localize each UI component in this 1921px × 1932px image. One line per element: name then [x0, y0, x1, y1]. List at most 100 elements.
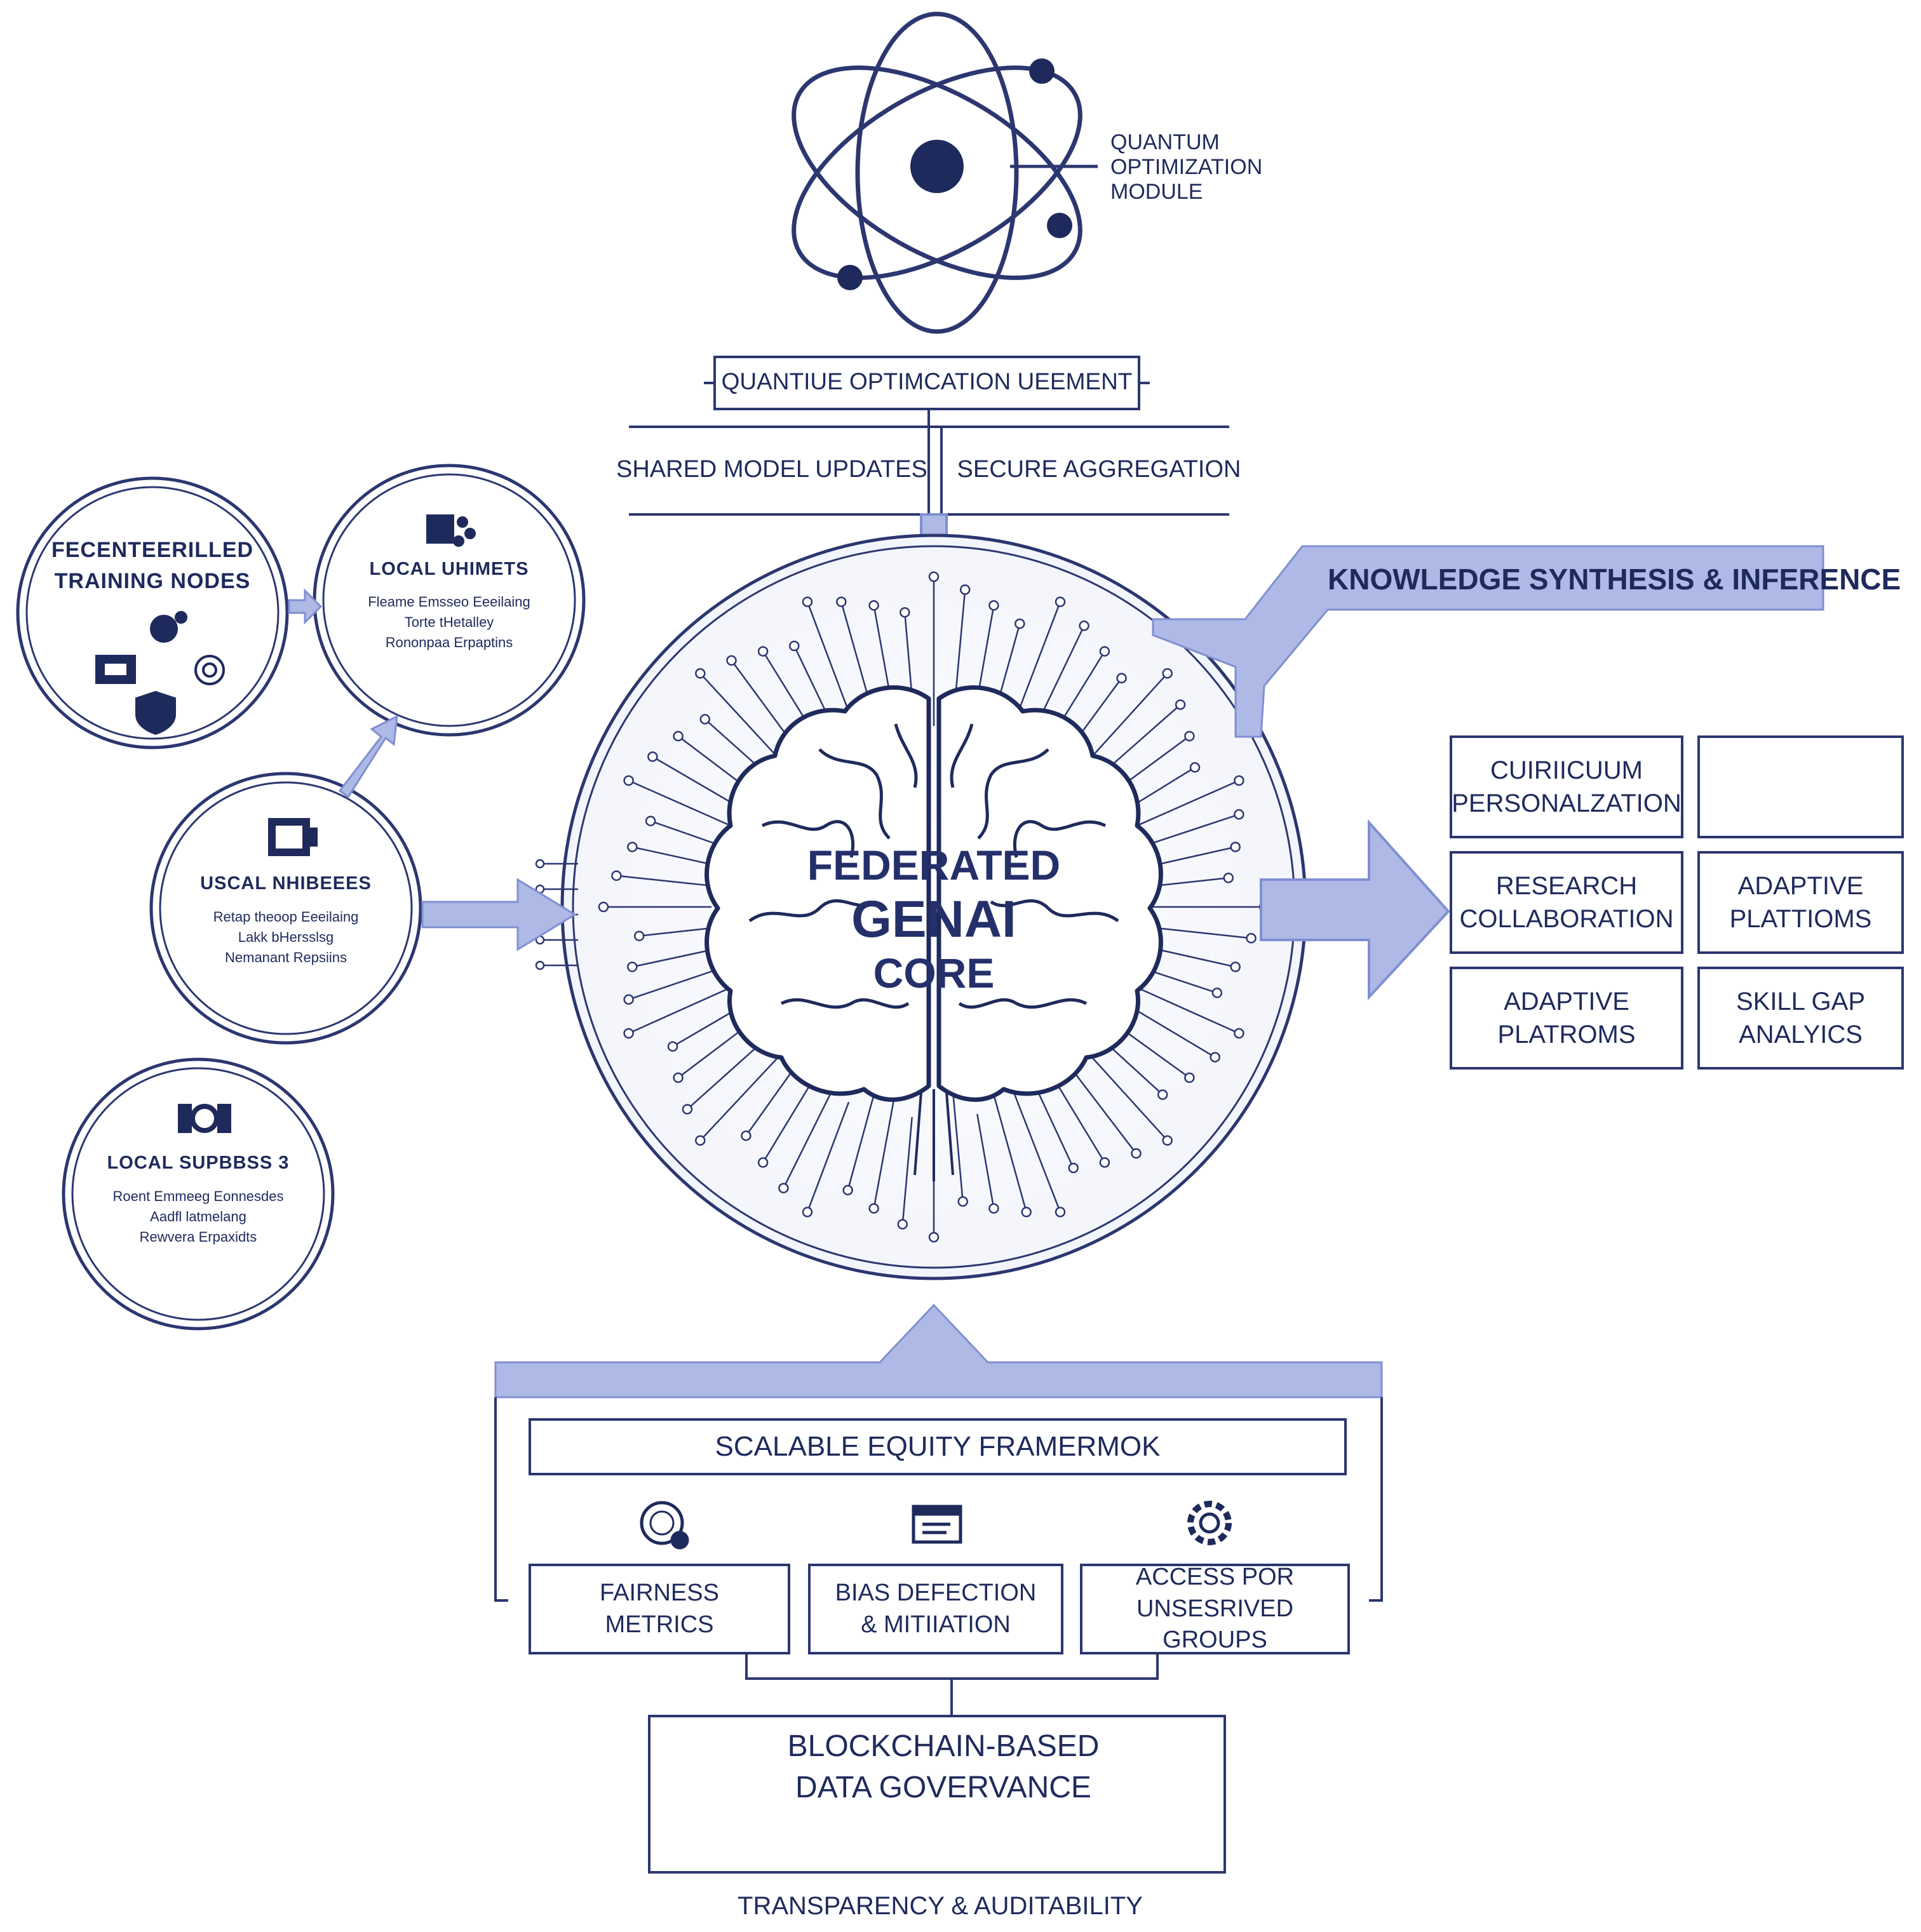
- circuit-node: [1055, 596, 1066, 607]
- circuit-node: [897, 1219, 908, 1230]
- circuit-node: [957, 1196, 968, 1207]
- circuit-trace: [1090, 673, 1168, 758]
- circuit-trace: [1152, 846, 1236, 867]
- brain-circuit-icon: [704, 685, 1163, 1102]
- circuit-node: [959, 584, 971, 595]
- output-cell-label: RESEARCH COLLABORATION: [1459, 872, 1674, 933]
- circuit-node: [1068, 1162, 1079, 1174]
- blockchain-title: BLOCKCHAIN-BASED DATA GOVERVANCE: [787, 1729, 1100, 1804]
- output-cell-skill-gap[interactable]: SKILL GAP ANALYICS: [1697, 967, 1904, 1070]
- circuit-node: [645, 815, 656, 826]
- circuit-trace: [1037, 1092, 1074, 1169]
- quantum-bar-label: QUANTIUE OPTIMCATION UEEMENT: [721, 368, 1133, 394]
- equity-frame: [494, 1303, 1383, 1715]
- circuit-node: [1210, 1052, 1220, 1063]
- input-node: [535, 960, 545, 970]
- circuit-trace: [952, 1087, 964, 1202]
- brain-stem: [913, 1089, 954, 1181]
- circuit-trace: [873, 1084, 898, 1209]
- circuit-node: [667, 1041, 678, 1052]
- circuit-node: [1184, 1072, 1195, 1083]
- circuit-node: [741, 1130, 752, 1141]
- equity-title-box: [529, 1418, 1347, 1475]
- circuit-trace: [993, 1094, 1027, 1212]
- circuit-trace: [628, 981, 744, 1035]
- node-arrows: [288, 588, 577, 951]
- circuit-node: [1230, 842, 1241, 852]
- circuit-trace: [904, 612, 913, 697]
- circuit-node: [1246, 932, 1257, 944]
- circuit-node: [1230, 962, 1241, 972]
- circuit-node: [623, 1028, 634, 1039]
- circuit-node: [673, 730, 684, 742]
- circuit-node: [1014, 618, 1025, 629]
- secure-aggregation-label: SECURE AGGREGATION: [957, 456, 1241, 483]
- circuit-trace: [677, 1023, 750, 1078]
- circuit-node: [842, 1184, 853, 1196]
- equity-item-label: BIAS DEFECTION & MITIIATION: [835, 1580, 1037, 1638]
- circuit-trace: [1124, 981, 1239, 1035]
- circuit-node: [647, 751, 658, 762]
- circuit-node: [726, 655, 737, 666]
- fairness-gauge-icon: [640, 1501, 689, 1550]
- output-cell-label: SKILL GAP ANALYICS: [1736, 988, 1866, 1049]
- circuit-node: [802, 596, 813, 607]
- circuit-node: [836, 596, 847, 607]
- equity-item-bias[interactable]: BIAS DEFECTION & MITIIATION: [808, 1564, 1063, 1654]
- network-nodes-icon: [426, 514, 476, 547]
- shield-icon: [135, 690, 176, 735]
- output-cell-research[interactable]: RESEARCH COLLABORATION: [1450, 851, 1683, 954]
- node-4-title: LOCAL SUPBBSS 3: [107, 1153, 290, 1173]
- circuit-trace: [699, 673, 789, 769]
- node-1-title: FECENTEERILLED TRAINING NODES: [51, 538, 254, 594]
- circuit-node: [1157, 1089, 1168, 1100]
- equity-title: SCALABLE EQUITY FRAMERMOK: [715, 1431, 1161, 1462]
- output-cell-adaptive-2[interactable]: ADAPTIVE PLATROMS: [1450, 967, 1683, 1070]
- circuit-trace: [806, 1101, 850, 1212]
- equity-item-label: ACCESS POR UNSESRIVED GROUPS: [1135, 1564, 1295, 1654]
- circuit-node: [1234, 809, 1244, 820]
- monitor-icon: [912, 1505, 962, 1544]
- core-line-1: FEDERATED: [807, 842, 1061, 889]
- gear-icon: [1187, 1501, 1232, 1545]
- output-arrow: [1260, 819, 1450, 1001]
- node-2-title: LOCAL UHIMETS: [369, 559, 529, 579]
- circuit-node: [1175, 699, 1186, 710]
- circuit-node: [1223, 873, 1234, 883]
- circuit-node: [627, 962, 638, 972]
- circuit-trace: [650, 820, 722, 847]
- circuit-node: [1234, 1028, 1244, 1039]
- output-cell-empty[interactable]: [1697, 735, 1904, 838]
- circuit-node: [928, 1231, 940, 1243]
- circuit-node: [627, 842, 638, 852]
- equity-item-fairness[interactable]: FAIRNESS METRICS: [529, 1564, 790, 1654]
- core-title: FEDERATED GENAI CORE: [743, 842, 1124, 998]
- quantum-module-label: QUANTUM OPTIMIZATION MODULE: [1110, 130, 1263, 205]
- circuit-node: [1189, 762, 1201, 773]
- equity-item-label: FAIRNESS METRICS: [600, 1580, 719, 1638]
- circuit-node: [988, 600, 999, 611]
- node-circles: [16, 464, 586, 1331]
- blockchain-box: [648, 1715, 1226, 1874]
- circuit-node: [1079, 621, 1089, 631]
- network-icon: [150, 611, 187, 643]
- circuit-node: [623, 775, 634, 786]
- core-circle: [560, 533, 1307, 1280]
- circuit-trace: [1090, 1056, 1168, 1141]
- circuit-trace: [901, 1117, 913, 1224]
- server-icon: [268, 818, 318, 856]
- database-icon: [178, 1104, 231, 1133]
- output-cell-adaptive-1[interactable]: ADAPTIVE PLATTIOMS: [1697, 851, 1904, 954]
- circuit-node: [1021, 1207, 1032, 1218]
- output-cell-curriculum[interactable]: CUIRIICUUM PERSONALZATION: [1450, 735, 1683, 838]
- circuit-node: [1116, 673, 1127, 684]
- circuit-node: [699, 714, 711, 725]
- circuit-node: [695, 668, 706, 679]
- equity-item-access[interactable]: ACCESS POR UNSESRIVED GROUPS: [1080, 1564, 1350, 1654]
- circuit-node: [633, 930, 645, 941]
- circuit-trace: [1129, 767, 1196, 808]
- node-3-title: USCAL NHIBEEES: [200, 873, 372, 894]
- circuit-node: [868, 1203, 879, 1214]
- circuit-node: [1162, 668, 1173, 679]
